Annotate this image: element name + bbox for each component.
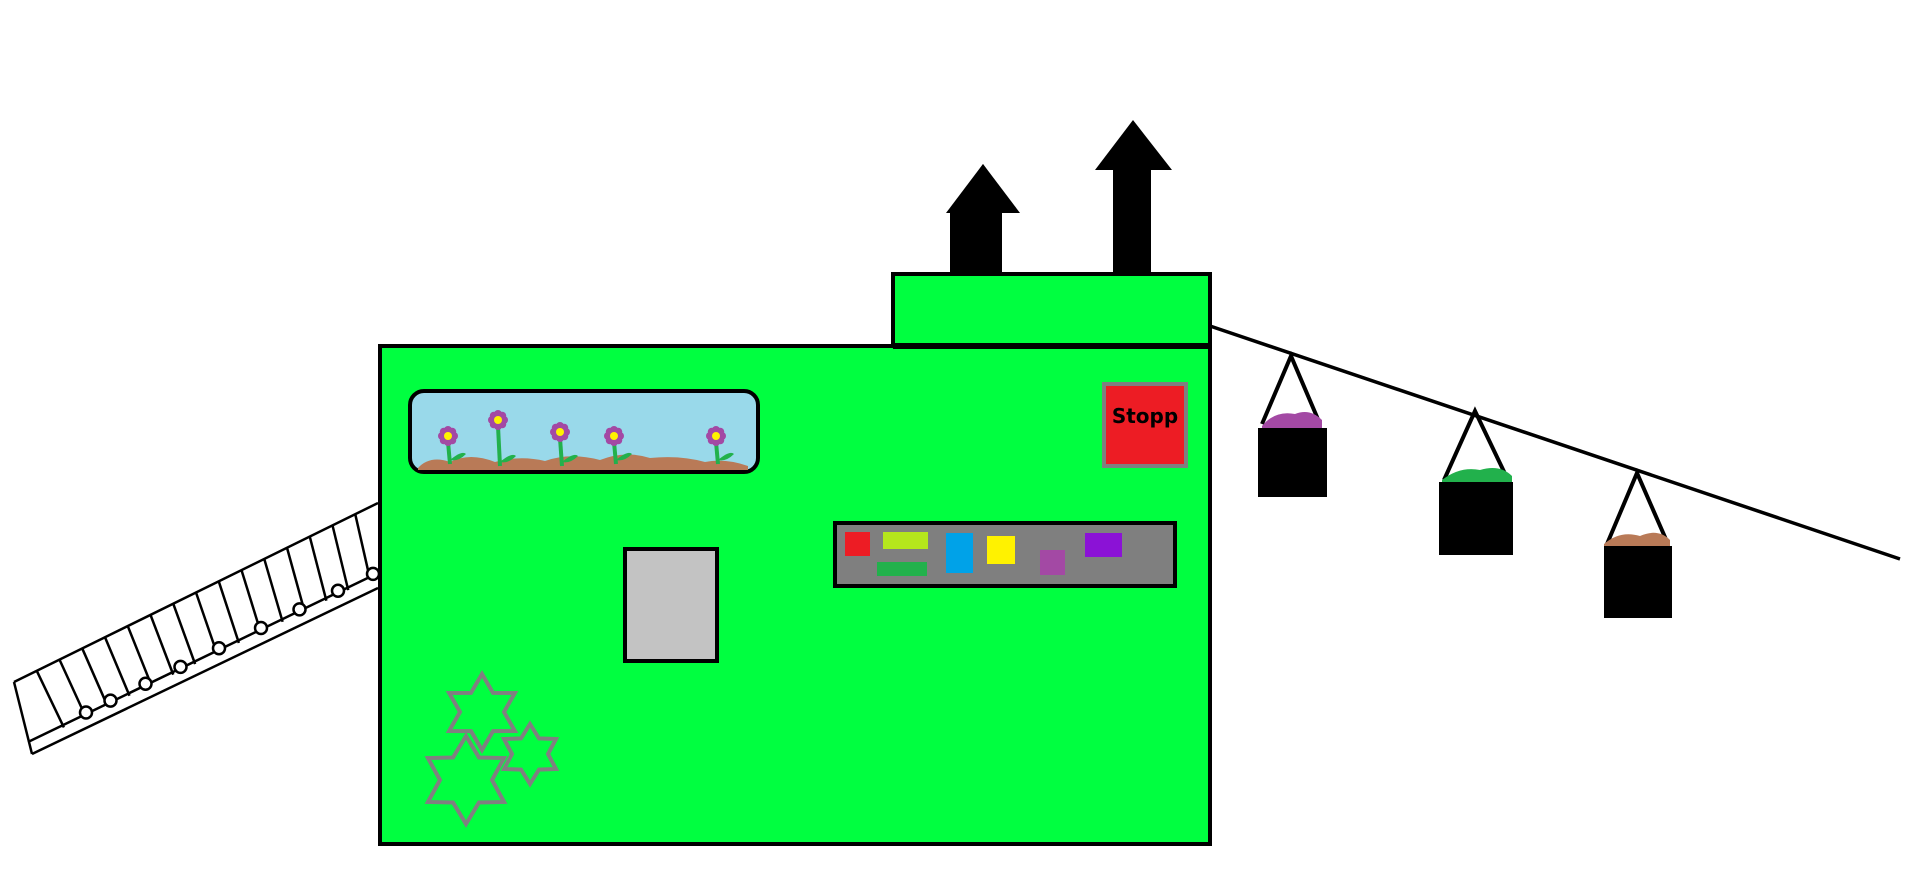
conveyor-slat [172,603,197,665]
panel-button-green[interactable] [877,562,927,576]
conveyor-slat [331,525,350,591]
star-gear-icon [500,720,560,788]
flower-icon [604,426,632,465]
star-gear-icon [445,670,519,754]
conveyor-slat [263,558,284,623]
panel-button-yellow[interactable] [987,536,1015,564]
conveyor-roller [138,676,153,691]
bucket-icon [1604,467,1672,618]
arrow-up-icon [1095,120,1172,170]
stop-button-label: Stopp [1112,404,1178,428]
arrow-stem [967,213,1002,275]
conveyor-slat [81,647,109,707]
bucket-icon [1439,406,1513,555]
cable-line [1209,324,1901,561]
conveyor-roller [173,659,188,675]
conveyor-roller [365,566,381,582]
conveyor-roller [330,583,346,599]
conveyor-roller [103,693,118,708]
panel-button-blue[interactable] [946,533,973,573]
conveyor-belt [12,501,381,756]
arrow-up-icon [946,164,1020,213]
flower-icon [488,410,516,467]
conveyor-roller [211,641,227,656]
panel-button-lime[interactable] [883,532,928,549]
panel-button-magenta[interactable] [1040,550,1065,575]
upper-block [891,272,1212,348]
flower-window [408,389,760,474]
conveyor-roller [253,620,269,636]
star-gear-icons [424,670,560,828]
conveyor-slat [149,614,175,676]
door[interactable] [623,547,719,663]
conveyor-slat [308,536,328,602]
conveyor-slat [103,636,131,697]
stop-button[interactable]: Stopp [1102,382,1188,468]
control-panel [833,521,1177,588]
panel-button-red[interactable] [845,532,870,556]
conveyor-slat [217,580,241,644]
flower-icon [706,426,734,465]
conveyor-slat [194,592,219,654]
conveyor-roller [78,705,94,720]
conveyor-slat [354,513,372,580]
star-gear-icon [424,732,508,828]
conveyor-slat [126,625,153,686]
flower-icon [438,426,466,465]
conveyor-slat [285,547,306,612]
panel-button-purple[interactable] [1085,533,1122,557]
arrow-stem [1113,170,1151,275]
flower-icon [550,422,578,467]
bucket-icon [1258,350,1327,497]
conveyor-slat [35,670,66,728]
conveyor-roller [292,602,307,617]
